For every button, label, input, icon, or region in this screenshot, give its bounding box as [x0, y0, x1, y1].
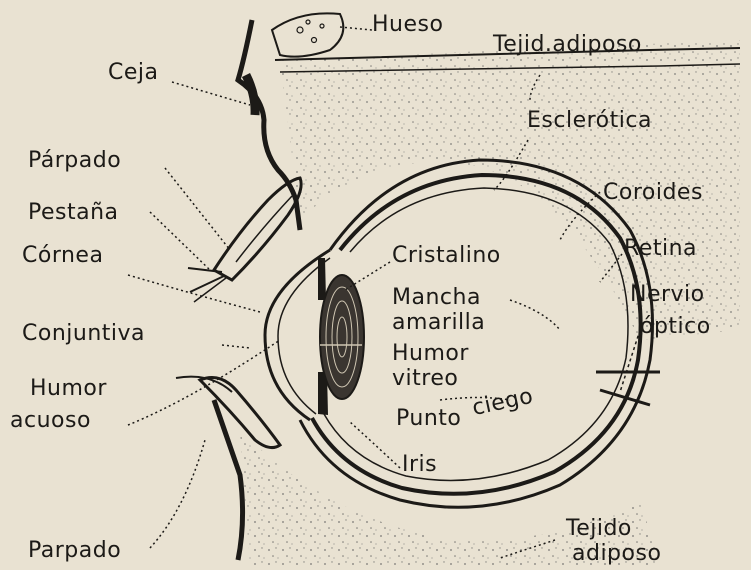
label-mancha-1: Mancha	[392, 287, 481, 309]
label-humor-vitreo-2: vitreo	[392, 368, 458, 390]
label-parpado-bottom: Parpado	[28, 540, 121, 562]
label-ceja: Ceja	[108, 62, 159, 84]
label-retina: Retina	[624, 238, 697, 260]
label-cornea: Córnea	[22, 245, 103, 267]
lens	[320, 275, 364, 399]
label-humor-acuoso-1: Humor	[30, 378, 107, 400]
label-iris: Iris	[402, 454, 437, 476]
upper-eyelid	[214, 178, 301, 280]
label-humor-vitreo-1: Humor	[392, 343, 469, 365]
label-punto: Punto	[396, 408, 461, 430]
label-parpado-top: Párpado	[28, 150, 121, 172]
label-esclerotica: Esclerótica	[527, 110, 652, 132]
label-cristalino: Cristalino	[392, 245, 501, 267]
label-mancha-2: amarilla	[392, 312, 485, 334]
label-humor-acuoso-2: acuoso	[10, 410, 91, 432]
label-coroides: Coroides	[603, 182, 703, 204]
label-conjuntiva: Conjuntiva	[22, 323, 145, 345]
lower-eyelid	[200, 378, 280, 448]
label-nervio-2: óptico	[640, 316, 711, 338]
label-tejido-bottom-2: adiposo	[572, 543, 661, 565]
label-pestana: Pestaña	[28, 202, 119, 224]
label-nervio-1: Nervio	[630, 284, 705, 306]
label-tejido-bottom-1: Tejido	[566, 518, 632, 540]
iris-upper	[318, 258, 326, 300]
label-hueso: Hueso	[372, 14, 443, 36]
label-tejido-adiposo-top: Tejid.adiposo	[493, 34, 642, 56]
